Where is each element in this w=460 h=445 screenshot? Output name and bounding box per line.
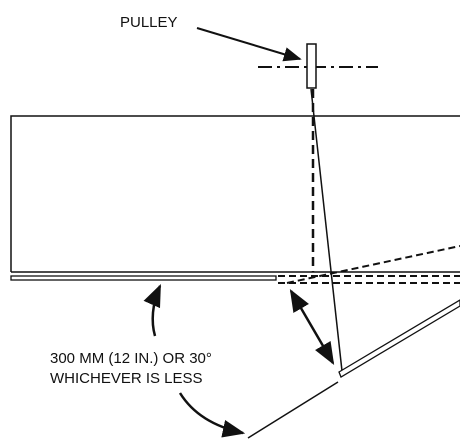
bottom-plate: [10, 275, 277, 281]
panel-outline: [10, 115, 460, 272]
angle-extension-line: [247, 381, 339, 439]
pulley: [306, 43, 317, 89]
angle-curved-arrow-upper: [143, 283, 162, 337]
clearance-label-line2: WHICHEVER IS LESS: [50, 370, 203, 387]
cable-open-position: [310, 88, 343, 372]
clearance-label-line1: 300 MM (12 IN.) OR 30°: [50, 350, 212, 367]
open-position-plate: [338, 299, 460, 378]
pulley-leader-arrow: [196, 27, 302, 62]
pulley-label: PULLEY: [120, 14, 178, 31]
swing-dashed-line: [286, 245, 460, 284]
angle-curved-arrow-lower: [178, 392, 246, 438]
clearance-double-arrow: [289, 289, 335, 365]
